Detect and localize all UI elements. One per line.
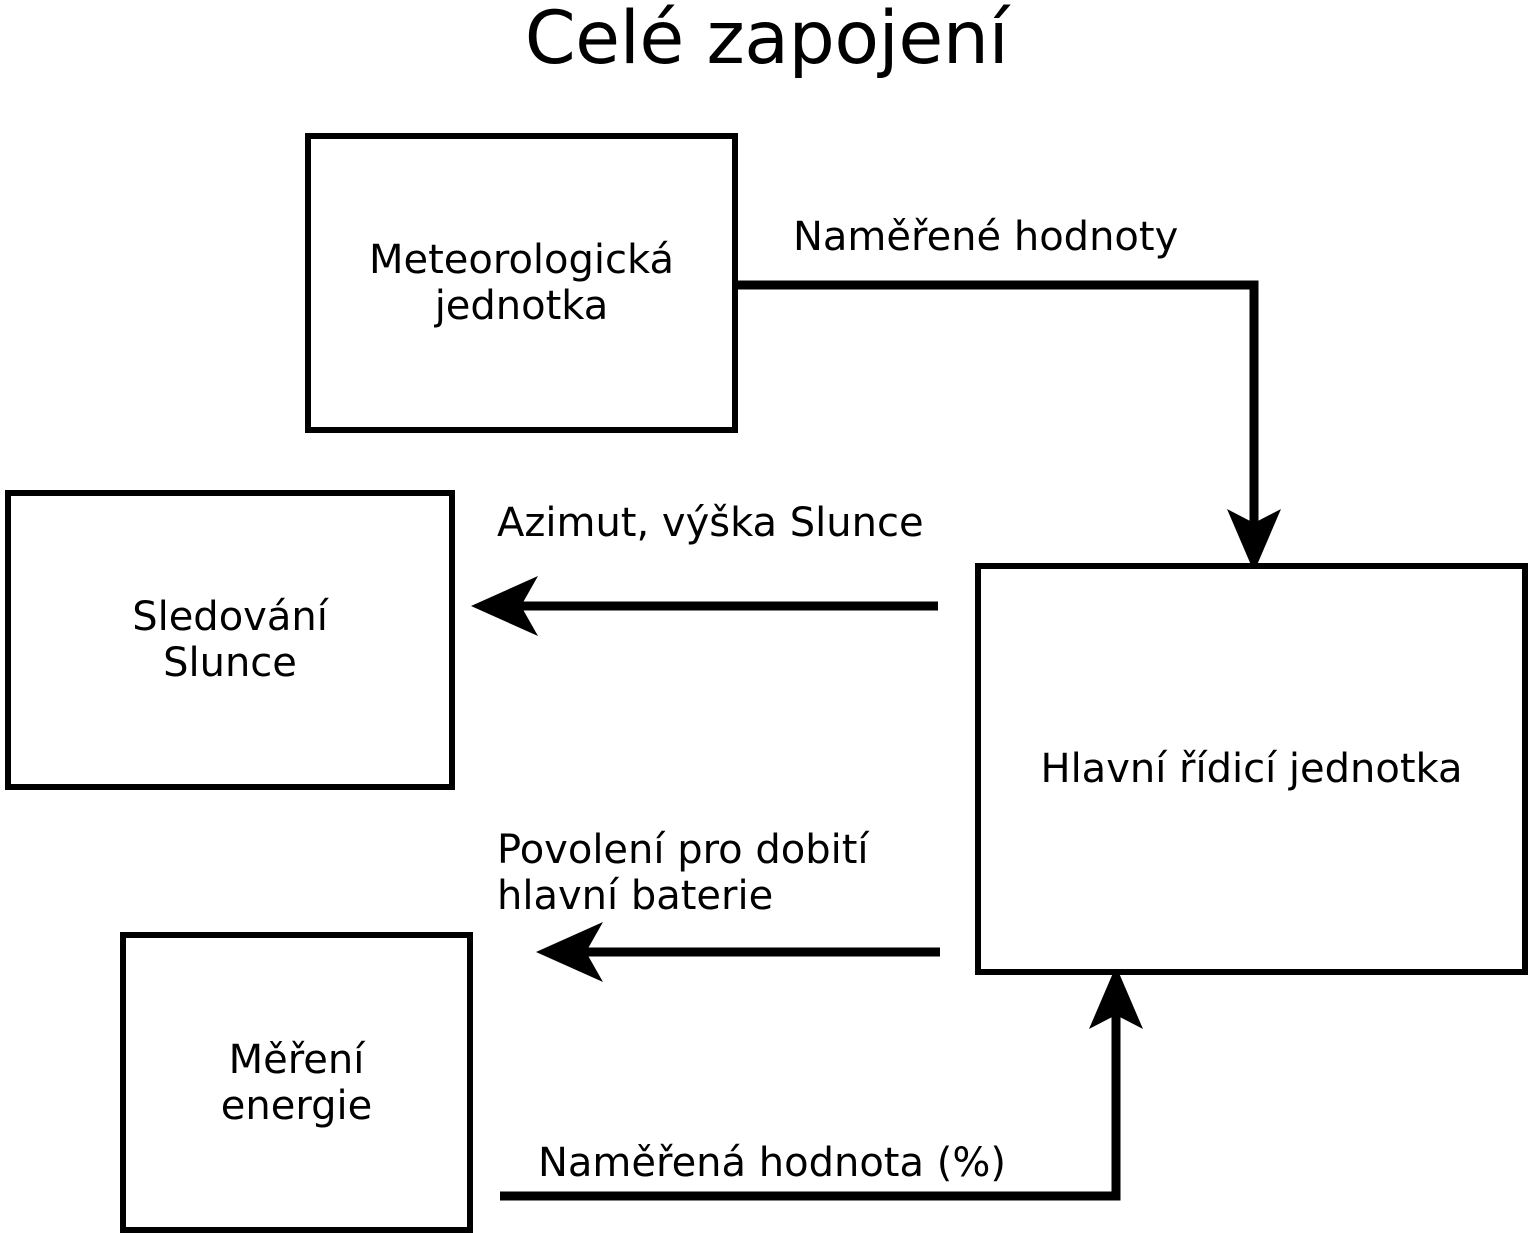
node-mereni-energie[interactable]: Měření energie bbox=[120, 932, 473, 1233]
node-hlavni-ridici-jednotka[interactable]: Hlavní řídicí jednotka bbox=[975, 563, 1528, 975]
edge-label-namerene-hodnoty: Naměřené hodnoty bbox=[793, 214, 1179, 260]
connector-main-to-energy bbox=[536, 922, 940, 982]
node-label-hlavni-ridici-jednotka: Hlavní řídicí jednotka bbox=[1040, 746, 1463, 792]
node-meteorologicka-jednotka[interactable]: Meteorologická jednotka bbox=[305, 133, 738, 433]
page-title: Celé zapojení bbox=[524, 0, 1009, 81]
connector-meteo-to-main bbox=[738, 280, 1281, 572]
connector-main-to-sun bbox=[471, 576, 938, 636]
connector-energy-to-main bbox=[500, 966, 1143, 1201]
edge-label-povoleni-pro-dobiti-hlavni-baterie: Povolení pro dobití hlavní baterie bbox=[497, 827, 869, 919]
node-label-meteorologicka-jednotka: Meteorologická jednotka bbox=[369, 237, 674, 329]
edge-label-azimut-vyska-slunce: Azimut, výška Slunce bbox=[497, 500, 924, 546]
edge-label-namerena-hodnota-procenta: Naměřená hodnota (%) bbox=[538, 1140, 1006, 1186]
node-sledovani-slunce[interactable]: Sledování Slunce bbox=[5, 490, 455, 790]
node-label-mereni-energie: Měření energie bbox=[220, 1036, 373, 1129]
node-label-sledovani-slunce: Sledování Slunce bbox=[132, 594, 328, 686]
